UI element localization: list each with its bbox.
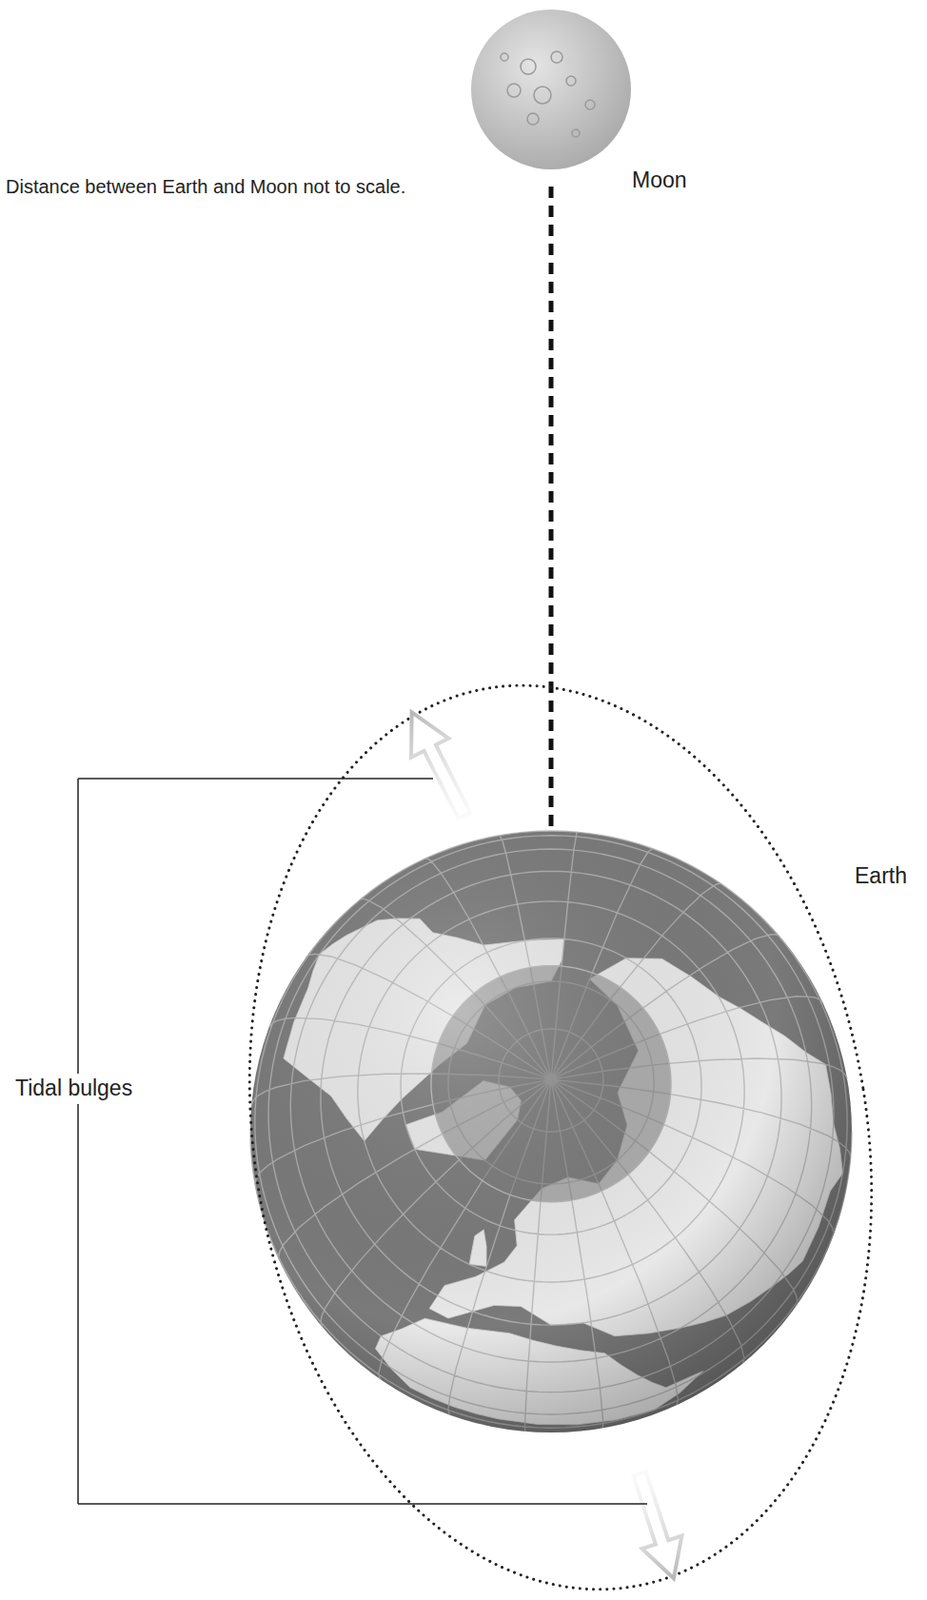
bracket-line xyxy=(78,1502,648,1505)
ocean xyxy=(250,830,852,1433)
label: Distance between Earth and Moon not to s… xyxy=(1,173,410,200)
moon-disc xyxy=(471,9,632,170)
tidal-ellipse xyxy=(186,640,927,1600)
label: Earth xyxy=(850,861,911,892)
bracket xyxy=(78,778,648,1504)
crater xyxy=(507,83,521,98)
distance-line xyxy=(549,186,554,840)
crater xyxy=(585,99,595,110)
crater xyxy=(520,59,536,75)
crater xyxy=(533,86,552,104)
arrow-shape xyxy=(619,1466,694,1585)
bulge-arrow xyxy=(393,702,484,826)
crater xyxy=(527,113,539,125)
crater xyxy=(566,76,576,86)
earth-globe xyxy=(250,830,852,1433)
crater xyxy=(571,129,580,138)
crater xyxy=(500,53,509,61)
crater xyxy=(551,51,563,63)
bulge-arrow xyxy=(619,1466,694,1585)
label: Moon xyxy=(628,165,691,197)
graticule xyxy=(250,830,852,1433)
bracket-line xyxy=(77,778,79,1504)
globe-shading xyxy=(250,830,852,1433)
moon xyxy=(471,9,632,170)
bracket-line xyxy=(78,777,434,780)
arrow-shape xyxy=(393,702,484,826)
moon-craters xyxy=(500,51,595,138)
label: Tidal bulges xyxy=(11,1073,137,1105)
